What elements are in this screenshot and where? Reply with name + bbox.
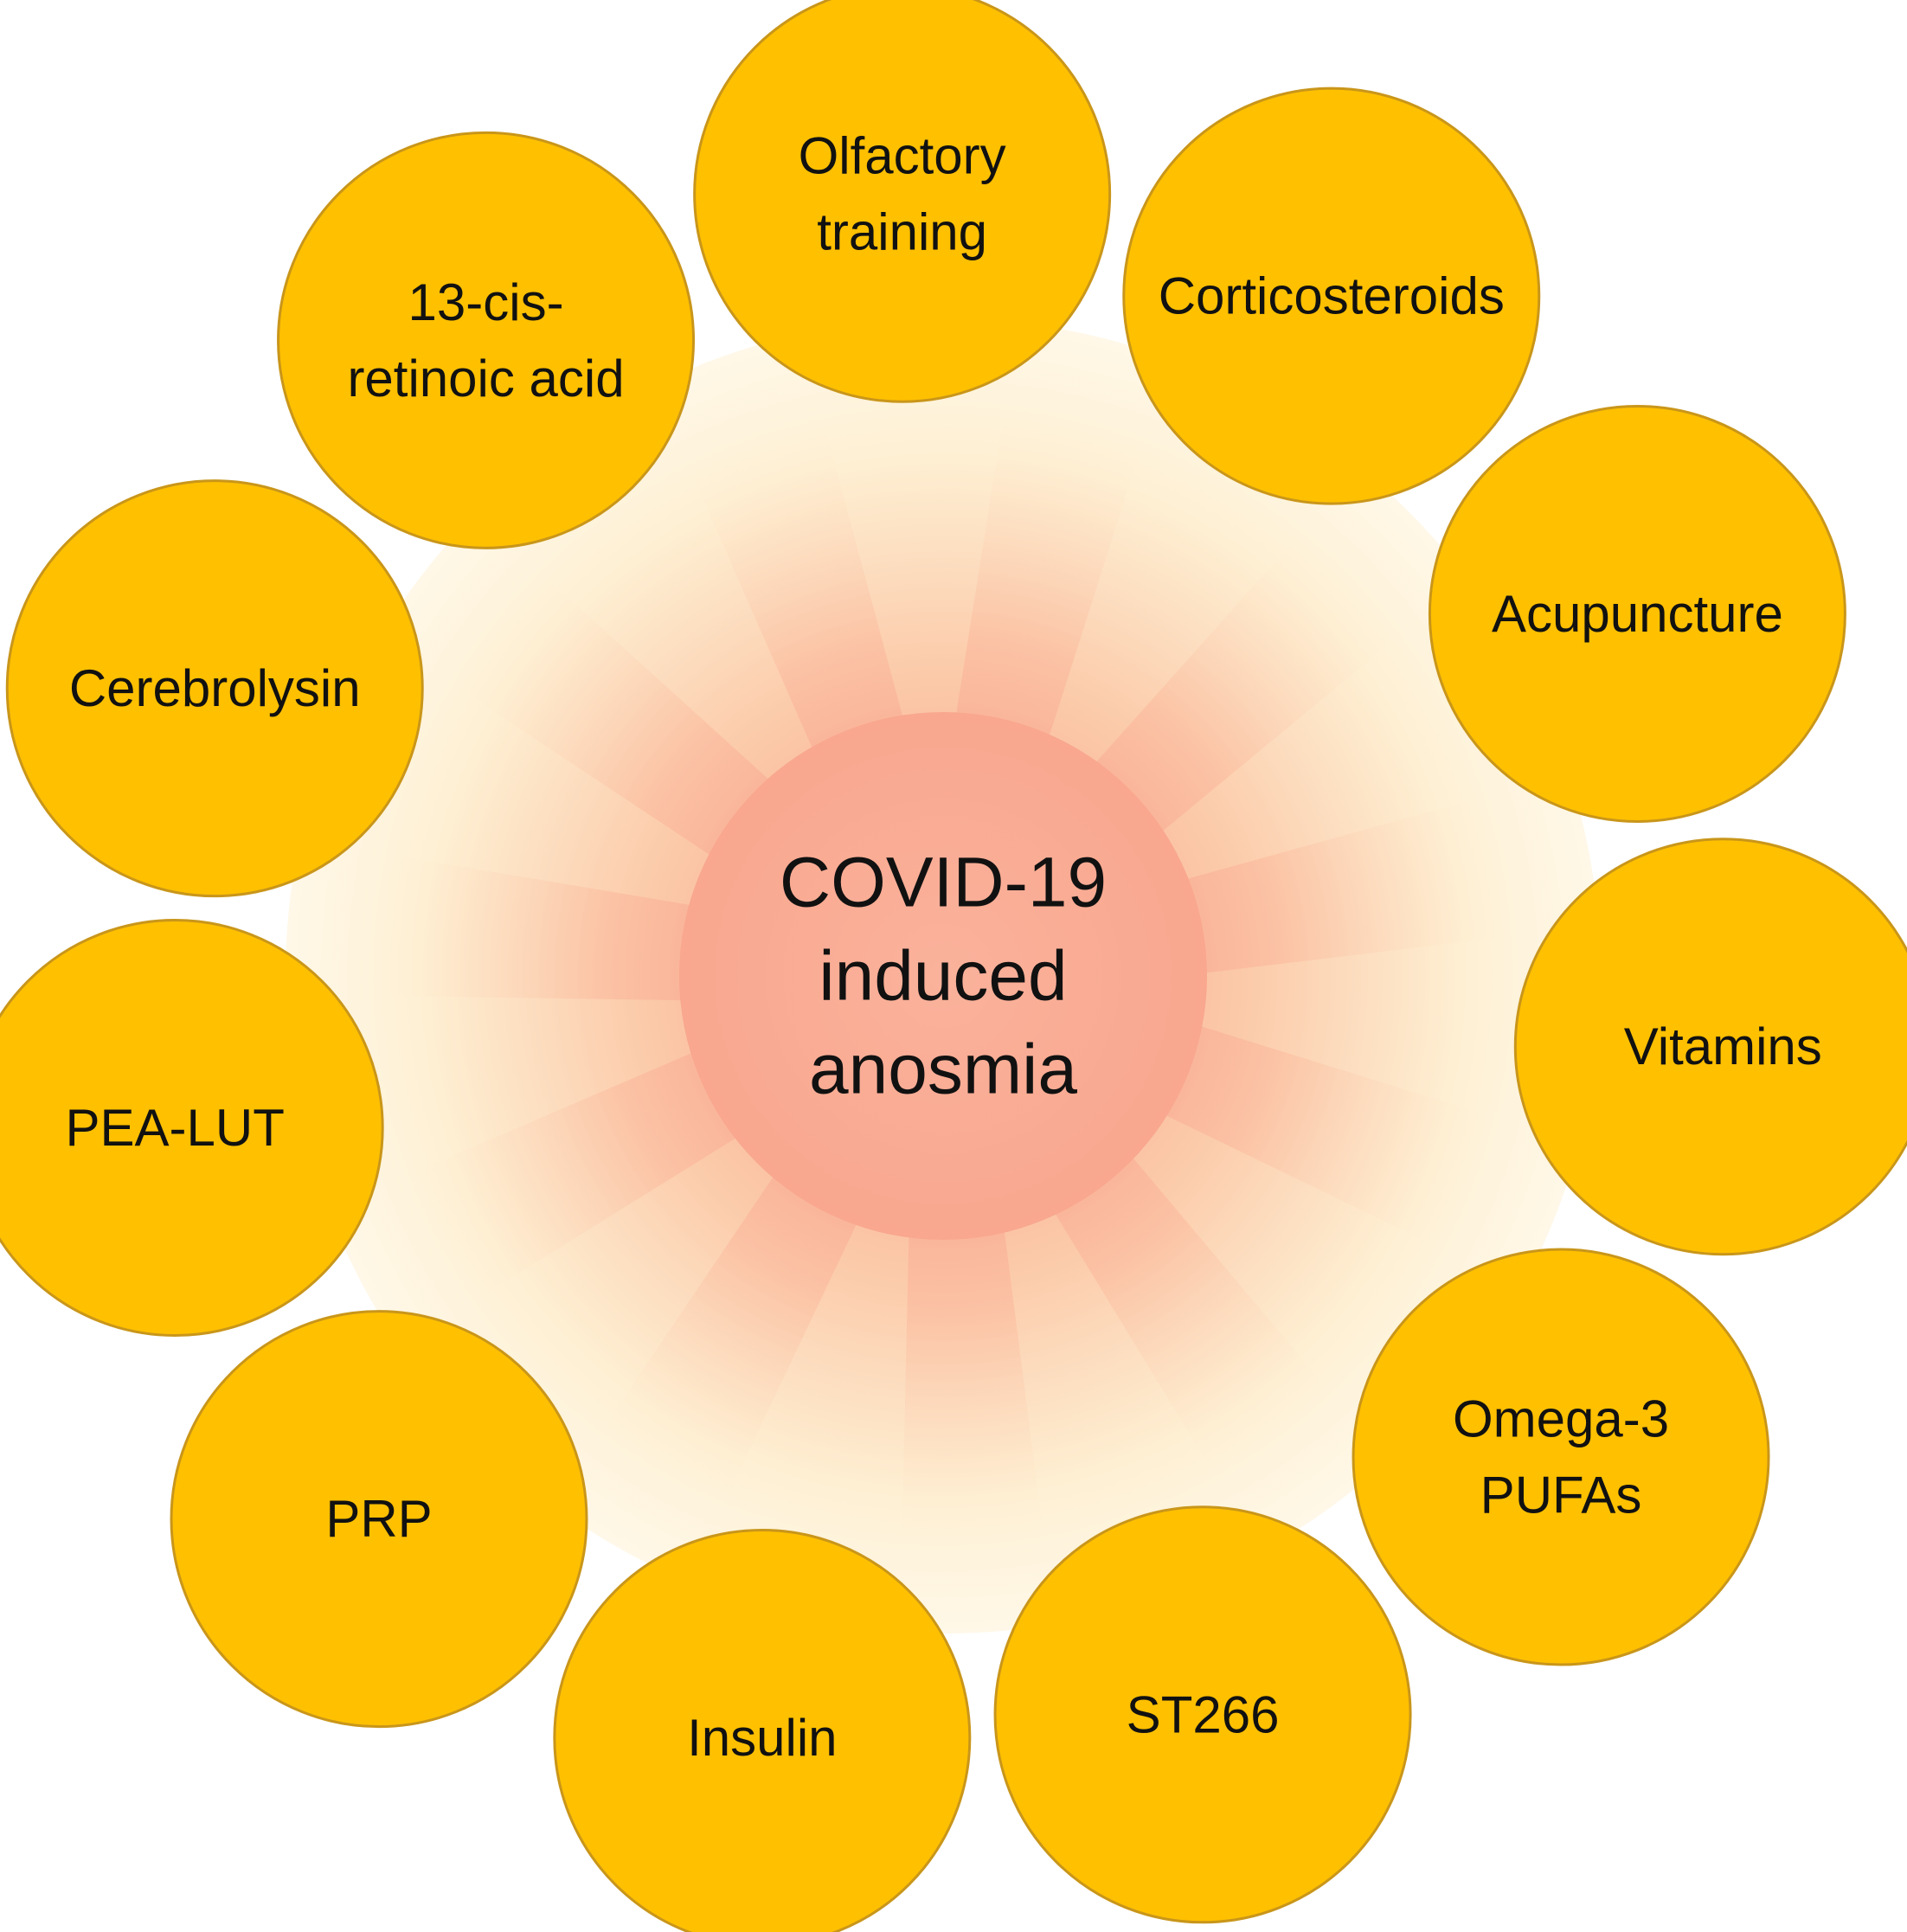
treatment-node-vitamins: Vitamins <box>1513 838 1907 1256</box>
treatment-label-olfactory-training-line-2: training <box>817 203 987 261</box>
treatment-label-omega-3-pufas-line-2: PUFAs <box>1480 1467 1642 1524</box>
treatment-label-pea-lut-line-1: PEA-LUT <box>65 1099 284 1157</box>
center-circle <box>679 712 1207 1240</box>
treatment-node-acupuncture: Acupuncture <box>1428 404 1846 823</box>
treatment-label-prp-line-1: PRP <box>325 1490 432 1548</box>
treatment-label-st266-line-1: ST266 <box>1127 1685 1280 1743</box>
treatment-label-13-cis-retinoic-acid-line-1: 13-cis- <box>408 273 564 331</box>
treatment-node-st266: ST266 <box>993 1505 1412 1924</box>
treatment-circle-vitamins <box>1513 838 1907 1256</box>
treatment-label-13-cis-retinoic-acid-line-2: retinoic acid <box>347 350 624 408</box>
treatment-label-olfactory-training-line-1: Olfactory <box>799 127 1006 185</box>
treatment-label-cerebrolysin-line-1: Cerebrolysin <box>69 659 361 717</box>
treatment-circle-cerebrolysin <box>5 479 424 898</box>
center-label-line-2: induced <box>819 937 1067 1016</box>
treatment-label-omega-3-pufas-line-1: Omega-3 <box>1453 1390 1669 1448</box>
center-node: COVID-19 induced anosmia <box>679 712 1207 1240</box>
center-label-line-3: anosmia <box>809 1030 1077 1109</box>
treatment-circle-13-cis-retinoic-acid <box>277 131 696 549</box>
treatment-circle-acupuncture <box>1428 404 1846 823</box>
treatment-circle-pea-lut <box>0 919 384 1337</box>
treatment-node-olfactory-training: Olfactory training <box>693 0 1112 403</box>
treatment-node-13-cis-retinoic-acid: 13-cis-retinoic acid <box>277 131 696 549</box>
treatment-node-corticosteroids: Corticosteroids <box>1122 87 1541 505</box>
treatment-label-corticosteroids-line-1: Corticosteroids <box>1159 267 1505 325</box>
treatment-label-acupuncture-line-1: Acupuncture <box>1492 585 1783 643</box>
treatment-node-pea-lut: PEA-LUT <box>0 919 384 1337</box>
center-label-line-1: COVID-19 <box>780 844 1107 922</box>
treatment-circle-insulin <box>553 1529 972 1932</box>
treatment-circle-corticosteroids <box>1122 87 1541 505</box>
treatment-node-insulin: Insulin <box>553 1529 972 1932</box>
treatment-label-insulin-line-1: Insulin <box>687 1709 837 1767</box>
treatment-circle-st266 <box>993 1505 1412 1924</box>
treatment-node-prp: PRP <box>170 1310 588 1729</box>
treatment-circle-olfactory-training <box>693 0 1112 403</box>
treatment-circle-prp <box>170 1310 588 1729</box>
treatment-label-vitamins-line-1: Vitamins <box>1624 1017 1822 1075</box>
treatment-circle-omega-3-pufas <box>1352 1248 1770 1666</box>
treatment-node-cerebrolysin: Cerebrolysin <box>5 479 424 898</box>
